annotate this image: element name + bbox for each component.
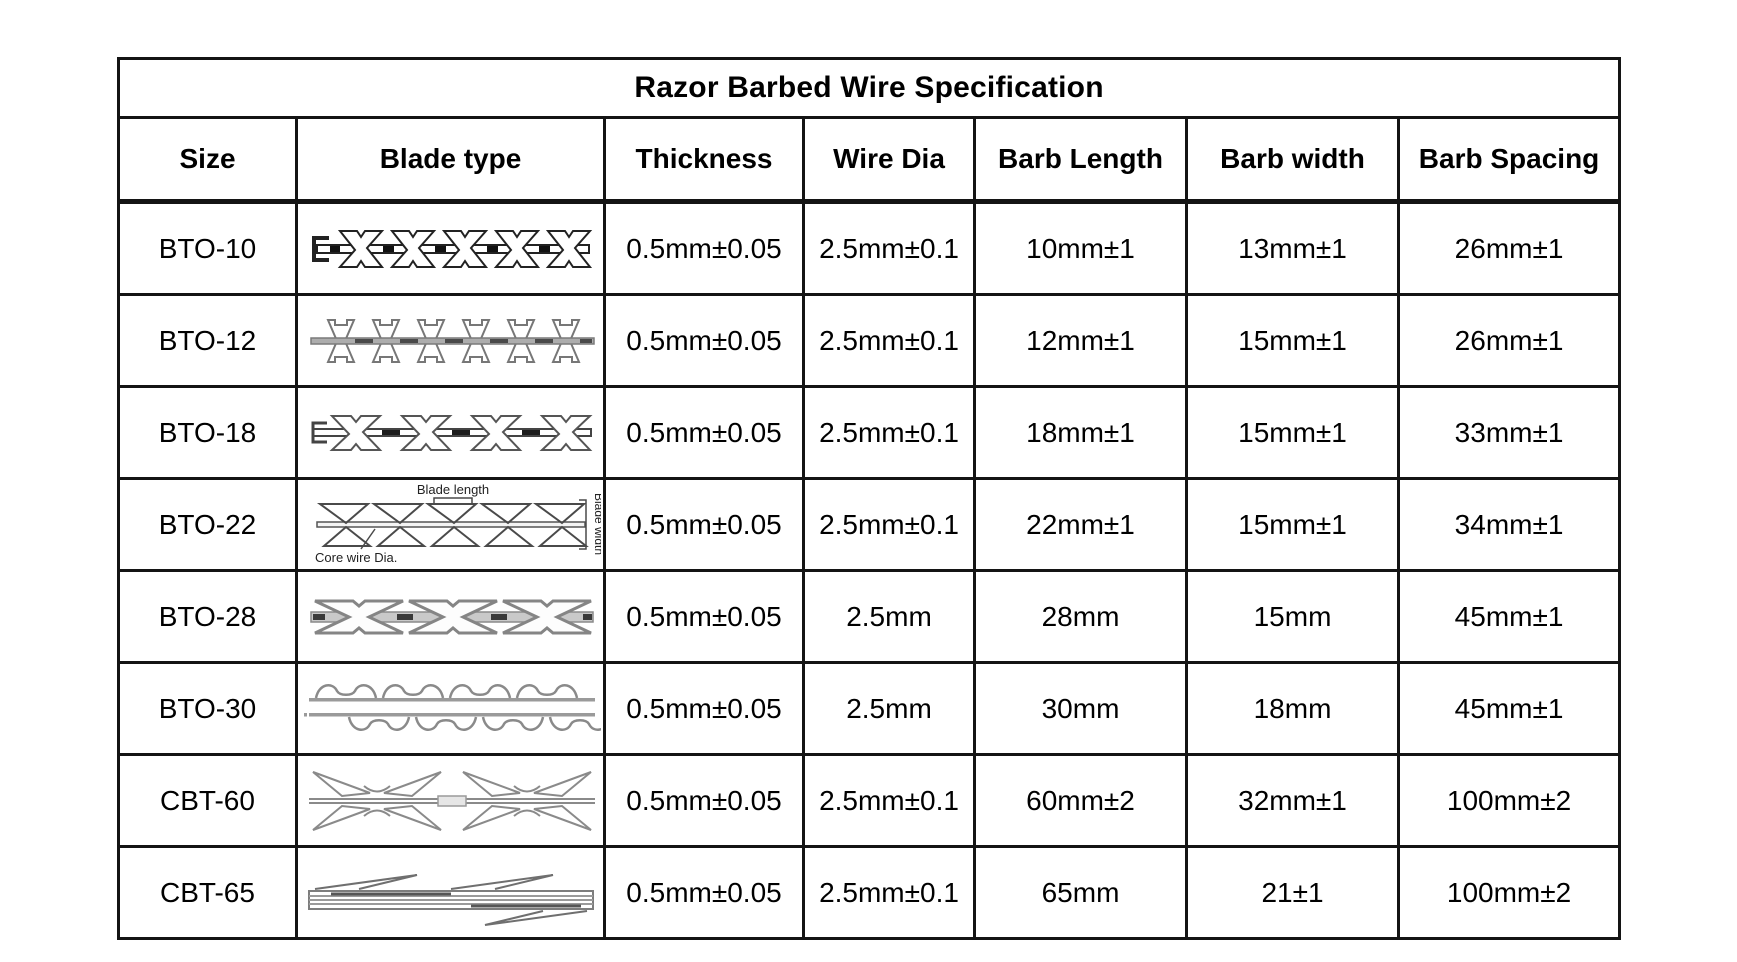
size-cell: BTO-12 <box>117 293 298 388</box>
table-row-bto-30: BTO-30 0.5mm±0.05 2.5mm 30mm <box>117 661 1622 756</box>
wire-dia-cell: 2.5mm±0.1 <box>802 200 976 296</box>
barb-length-cell: 18mm±1 <box>973 385 1188 480</box>
blade-type-cell <box>295 845 606 940</box>
table-row-cbt-65: CBT-65 <box>117 845 1622 940</box>
blade-width-label: Blade width <box>592 492 601 554</box>
col-header-blade-type: Blade type <box>295 116 606 204</box>
table-row-bto-28: BTO-28 0.5mm±0.05 2.5mm 28mm 15mm <box>117 569 1622 664</box>
thickness-cell: 0.5mm±0.05 <box>603 477 805 572</box>
size-cell: BTO-10 <box>117 200 298 296</box>
title-row: Razor Barbed Wire Specification <box>116 57 1622 119</box>
barb-width-cell: 18mm <box>1185 661 1400 756</box>
thickness-cell: 0.5mm±0.05 <box>603 200 805 296</box>
table-row-bto-18: BTO-18 0.5mm±0.05 2.5mm±0.1 <box>117 385 1622 480</box>
barb-spacing-cell: 34mm±1 <box>1396 477 1622 572</box>
size-cell: CBT-65 <box>117 845 298 940</box>
cbt-60-blade-profile-icon <box>308 770 595 831</box>
col-header-barb-spacing: Barb Spacing <box>1396 116 1622 204</box>
wire-dia-cell: 2.5mm±0.1 <box>802 477 976 572</box>
barb-spacing-cell: 33mm±1 <box>1396 385 1622 480</box>
blade-type-cell <box>295 569 606 664</box>
col-header-thickness: Thickness <box>603 116 805 204</box>
col-header-wire-dia: Wire Dia <box>802 116 976 204</box>
barb-width-cell: 13mm±1 <box>1185 200 1400 296</box>
size-cell: BTO-22 <box>117 477 298 572</box>
table-row-bto-12: BTO-12 0.5mm±0.05 2.5mm±0 <box>117 293 1622 388</box>
table-title: Razor Barbed Wire Specification <box>116 57 1622 119</box>
blade-length-label: Blade length <box>416 482 488 497</box>
thickness-cell: 0.5mm±0.05 <box>603 569 805 664</box>
barb-spacing-cell: 45mm±1 <box>1396 569 1622 664</box>
bto-28-blade-profile-icon <box>309 599 594 634</box>
barb-width-cell: 15mm±1 <box>1185 477 1400 572</box>
barb-spacing-cell: 26mm±1 <box>1396 200 1622 296</box>
barb-spacing-cell: 100mm±2 <box>1396 753 1622 848</box>
bto-12-blade-profile-icon <box>309 318 595 363</box>
table-row-cbt-60: CBT-60 0.5mm±0.05 <box>117 753 1622 848</box>
barb-width-cell: 15mm±1 <box>1185 385 1400 480</box>
blade-type-cell <box>295 753 606 848</box>
size-cell: CBT-60 <box>117 753 298 848</box>
barb-spacing-cell: 45mm±1 <box>1396 661 1622 756</box>
thickness-cell: 0.5mm±0.05 <box>603 753 805 848</box>
wire-dia-cell: 2.5mm <box>802 661 976 756</box>
barb-length-cell: 60mm±2 <box>973 753 1188 848</box>
barb-length-cell: 28mm <box>973 569 1188 664</box>
bto-10-blade-profile-icon <box>311 229 591 268</box>
wire-dia-cell: 2.5mm±0.1 <box>802 385 976 480</box>
barb-length-cell: 10mm±1 <box>973 200 1188 296</box>
core-wire-dia-label: Core wire Dia. <box>315 550 397 565</box>
barb-length-cell: 22mm±1 <box>973 477 1188 572</box>
blade-type-cell <box>295 385 606 480</box>
size-cell: BTO-30 <box>117 661 298 756</box>
barb-width-cell: 32mm±1 <box>1185 753 1400 848</box>
cbt-65-blade-profile-icon <box>307 873 594 926</box>
wire-dia-cell: 2.5mm±0.1 <box>802 293 976 388</box>
blade-type-cell <box>295 200 606 296</box>
col-header-size: Size <box>117 116 298 204</box>
barb-spacing-cell: 100mm±2 <box>1396 845 1622 940</box>
bto-30-blade-profile-icon <box>303 683 601 731</box>
barb-spacing-cell: 26mm±1 <box>1396 293 1622 388</box>
barb-width-cell: 21±1 <box>1185 845 1400 940</box>
blade-type-cell: Blade length Core wire Dia. Blade width <box>295 477 606 572</box>
size-cell: BTO-28 <box>117 569 298 664</box>
header-row: Size Blade type Thickness Wire Dia Barb … <box>117 116 1622 204</box>
bto-18-blade-profile-icon <box>311 414 592 451</box>
table-row-bto-22: BTO-22 Blade length Core wire Dia. <box>117 477 1622 572</box>
wire-dia-cell: 2.5mm±0.1 <box>802 845 976 940</box>
thickness-cell: 0.5mm±0.05 <box>603 661 805 756</box>
barb-length-cell: 65mm <box>973 845 1188 940</box>
barb-width-cell: 15mm <box>1185 569 1400 664</box>
bto-22-blade-profile-annotated-icon: Blade length Core wire Dia. Blade width <box>315 482 601 565</box>
blade-type-cell <box>295 293 606 388</box>
wire-dia-cell: 2.5mm <box>802 569 976 664</box>
barb-length-cell: 12mm±1 <box>973 293 1188 388</box>
thickness-cell: 0.5mm±0.05 <box>603 845 805 940</box>
wire-dia-cell: 2.5mm±0.1 <box>802 753 976 848</box>
size-cell: BTO-18 <box>117 385 298 480</box>
thickness-cell: 0.5mm±0.05 <box>603 293 805 388</box>
barb-width-cell: 15mm±1 <box>1185 293 1400 388</box>
col-header-barb-length: Barb Length <box>973 116 1188 204</box>
razor-wire-spec-table: Razor Barbed Wire Specification Size Bla… <box>116 57 1622 940</box>
blade-type-cell <box>295 661 606 756</box>
table-row-bto-10: BTO-10 0.5mm±0.05 <box>117 200 1622 296</box>
barb-length-cell: 30mm <box>973 661 1188 756</box>
col-header-barb-width: Barb width <box>1185 116 1400 204</box>
thickness-cell: 0.5mm±0.05 <box>603 385 805 480</box>
